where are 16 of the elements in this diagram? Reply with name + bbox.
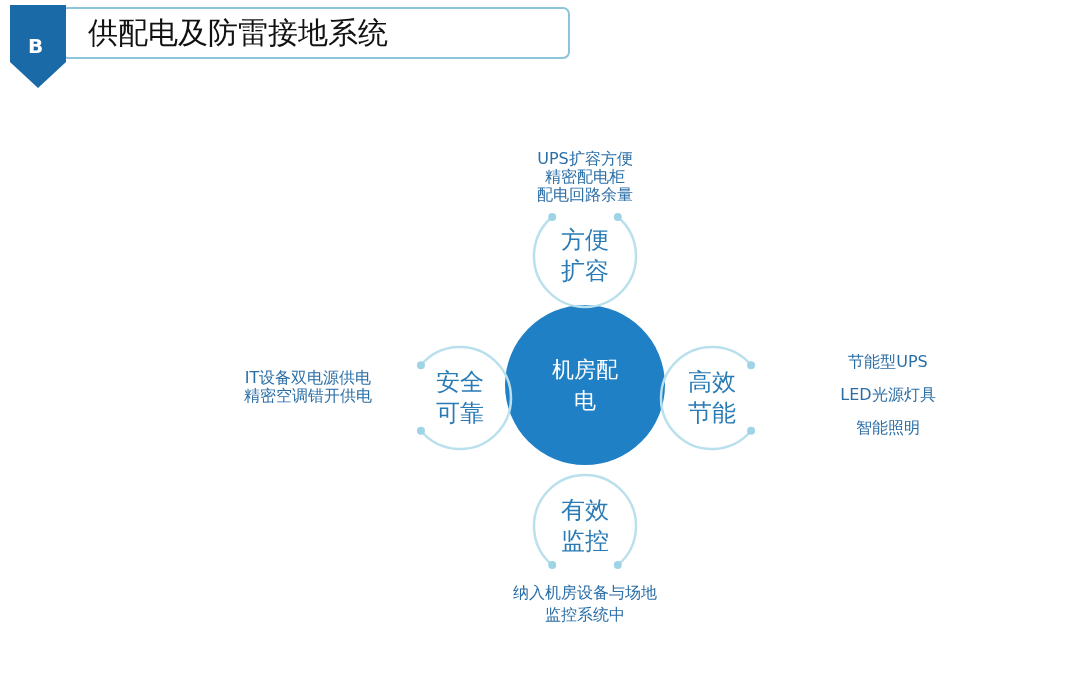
node-label: 安全可靠	[435, 367, 485, 429]
node-label: 方便扩容	[560, 225, 610, 287]
note-text: 配电回路余量	[537, 186, 633, 204]
badge-letter: B	[28, 35, 44, 57]
note-text: 节能型UPS	[848, 353, 928, 371]
note-text: 纳入机房设备与场地监控系统中	[512, 582, 658, 626]
note-text: IT设备双电源供电	[244, 369, 372, 387]
title: 供配电及防雷接地系统	[88, 16, 388, 50]
note-text: 精密空调错开供电	[244, 387, 372, 405]
node-label: 机房配电	[551, 356, 619, 415]
note-text: 精密配电柜	[545, 168, 625, 186]
node-label: 高效节能	[687, 367, 737, 429]
note-text: UPS扩容方便	[537, 150, 633, 168]
node-label: 有效监控	[560, 495, 610, 557]
note-text: LED光源灯具	[840, 386, 936, 404]
note-text: 智能照明	[856, 419, 920, 437]
